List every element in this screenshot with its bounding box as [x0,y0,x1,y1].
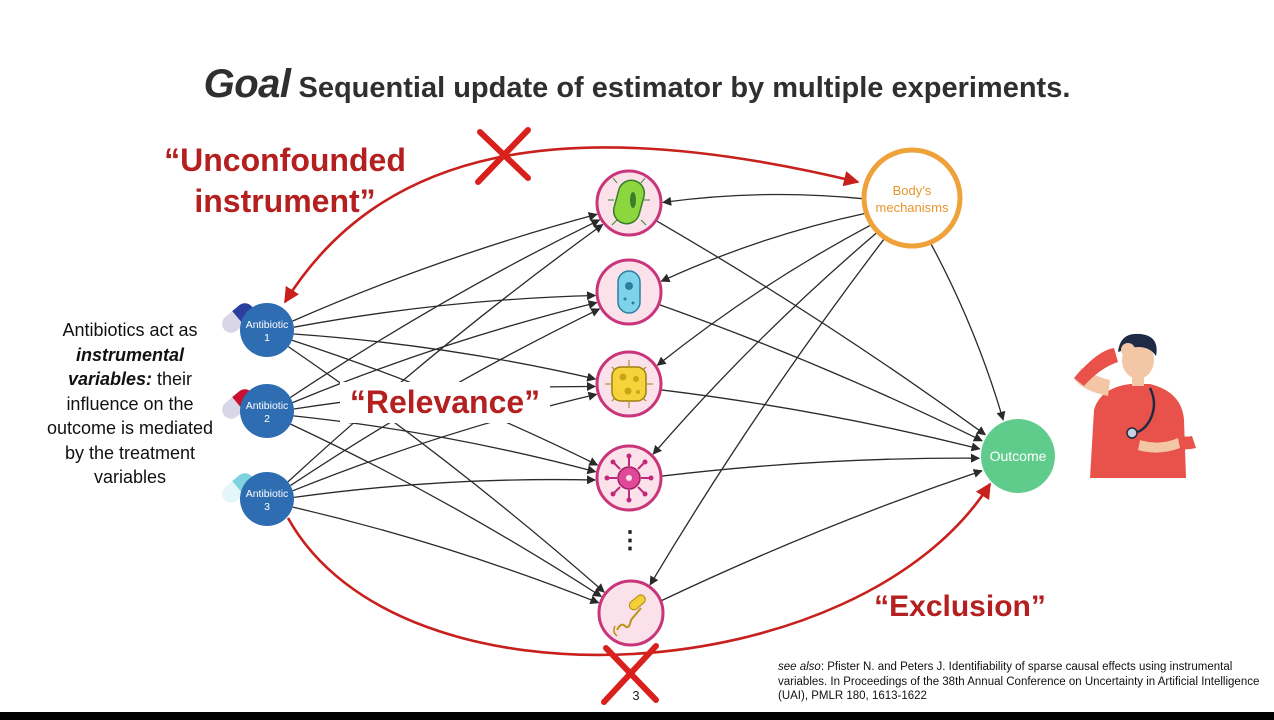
antibiotic-node-2: Antibiotic 2 [222,384,294,438]
reference-text: : Pfister N. and Peters J. Identifiabili… [778,661,1260,702]
explanation-part2: their influence on the outcome is mediat… [46,369,214,487]
unconfounded-line2: instrument” [194,183,376,219]
cross-mark-icon [475,127,531,185]
explanation-bold1: instrumental [75,344,185,365]
edge-antibiotic-1-to-treatment-3 [293,333,597,382]
edge-antibiotic-2-to-treatment-1 [290,219,601,399]
title-text: Sequential update of estimator by multip… [298,72,1071,104]
patient-illustration-icon [1074,333,1196,478]
reference-citation: see also: Pfister N. and Peters J. Ident… [778,660,1268,704]
yellow-coccus-icon [605,360,653,408]
treatment-node-2 [595,258,663,326]
unconfounded-arc [283,146,860,304]
treatment-node-4 [595,444,663,512]
explanation-part1: Antibiotics act as [62,320,198,340]
edge-treatment-2-to-outcome [658,303,983,442]
antibiotic-3-number: 3 [264,501,270,513]
antibiotic-1-label: Antibiotic [246,319,289,331]
cross-mark-icon [601,643,659,705]
edge-body-to-treatment-5 [649,237,886,586]
outcome-label: Outcome [990,448,1047,464]
pink-virus-icon [604,453,654,503]
yellow-spirillum-icon [613,594,646,637]
outcome-node: Outcome [981,419,1055,493]
see-also-label: see also [778,661,821,673]
exclusion-label: “Exclusion” [874,590,1046,623]
green-bacillus-icon [608,177,650,226]
edge-antibiotic-1-to-treatment-5 [287,346,605,593]
edge-body-to-outcome [929,242,1006,421]
body-label-line2: mechanisms [876,200,949,215]
relevance-label: “Relevance” [340,382,550,423]
antibiotic-node-1: Antibiotic 1 [222,303,294,357]
unconfounded-line1: “Unconfounded [164,142,406,178]
antibiotic-2-label: Antibiotic [246,400,289,412]
edge-body-to-treatment-1 [662,193,865,206]
title-keyword: Goal [203,62,291,106]
edge-antibiotic-3-to-treatment-5 [292,506,600,605]
edge-treatment-3-to-outcome [660,389,981,452]
exclusion-arc [286,482,992,657]
antibiotic-2-number: 2 [264,413,270,425]
edge-treatment-4-to-outcome [660,453,981,477]
explanation-bold2: variables: [67,369,153,389]
more-treatments-ellipsis: ⋮ [618,527,642,554]
antibiotic-1-number: 1 [264,332,270,344]
page-number: 3 [632,688,640,703]
edge-treatment-5-to-outcome [660,469,983,602]
treatment-node-5 [597,579,665,647]
antibiotic-3-label: Antibiotic [246,488,289,500]
unconfounded-instrument-label: “Unconfounded instrument” [150,140,420,222]
edge-antibiotic-1-to-treatment-2 [293,291,597,328]
edge-antibiotic-3-to-treatment-3 [292,391,598,492]
treatment-node-3 [595,350,663,418]
edge-body-to-treatment-2 [660,212,867,283]
edge-antibiotic-2-to-treatment-4 [293,415,597,475]
edge-antibiotic-3-to-treatment-1 [287,223,604,483]
antibiotic-node-3: Antibiotic 3 [222,472,294,526]
instrumental-variables-explanation: Antibiotics act as instrumental variable… [44,318,216,490]
edge-antibiotic-3-to-treatment-4 [293,475,597,499]
edge-antibiotic-2-to-treatment-5 [290,423,603,598]
treatment-node-1 [595,169,663,237]
blue-bacillus-icon [617,270,641,314]
body-mechanisms-node: Body’s mechanisms [861,147,963,249]
body-label-line1: Body’s [893,183,932,198]
